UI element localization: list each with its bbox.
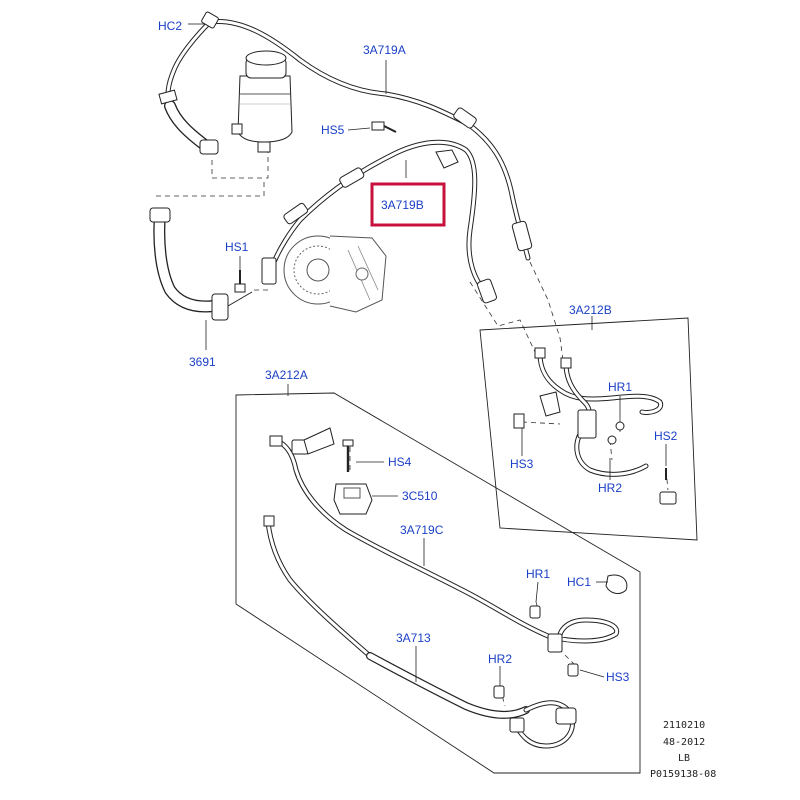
dashed-assembly-lines xyxy=(156,145,669,707)
group-frame-3a212b xyxy=(479,317,698,541)
pipe-bracket xyxy=(435,149,459,169)
group-frame-3a212a xyxy=(235,392,641,774)
pipe-sleeve xyxy=(453,107,477,129)
label-hs3-bottom: HS3 xyxy=(606,670,630,684)
label-3a212a: 3A212A xyxy=(265,368,308,382)
label-hc1: HC1 xyxy=(567,575,591,589)
label-hs3-right: HS3 xyxy=(510,457,534,471)
bolt-hs1 xyxy=(234,270,246,293)
label-3a212b: 3A212B xyxy=(569,303,612,317)
supply-hose-upper xyxy=(158,11,219,155)
bolt-hs5 xyxy=(371,121,397,133)
leader-lines xyxy=(188,23,667,686)
label-hs5: HS5 xyxy=(321,123,345,137)
label-3c510: 3C510 xyxy=(402,489,438,503)
label-hr1-right: HR1 xyxy=(608,380,632,394)
label-hr1-bottom: HR1 xyxy=(526,567,550,581)
pressure-pipe-3a719b xyxy=(261,139,497,304)
label-hr2-bottom: HR2 xyxy=(488,652,512,666)
hose-connector xyxy=(199,139,219,155)
power-steering-pump xyxy=(283,235,387,313)
ref-code-line4: P0159138-08 xyxy=(650,769,716,780)
label-hc2-top: HC2 xyxy=(158,19,182,33)
fluid-reservoir xyxy=(231,50,293,153)
label-3a719c: 3A719C xyxy=(400,523,444,537)
hose-clip-hc1 xyxy=(605,574,628,594)
pipe-clip xyxy=(303,427,335,455)
mounting-bracket xyxy=(539,391,561,417)
highlight-box-3a719b xyxy=(370,182,446,227)
cooler-pipes-3a212a xyxy=(263,427,628,749)
ref-code-line1: 2110210 xyxy=(663,720,705,731)
ref-code-line3: LB xyxy=(678,753,690,764)
label-3a719a: 3A719A xyxy=(363,43,406,57)
hose-clamp-hc2 xyxy=(201,11,219,29)
label-hs1: HS1 xyxy=(225,240,249,254)
label-hs2: HS2 xyxy=(654,429,678,443)
pipe-fitting xyxy=(511,220,533,252)
ref-code-line2: 48-2012 xyxy=(663,737,705,748)
label-hs4: HS4 xyxy=(388,455,412,469)
cooler-pipes-3a212b xyxy=(513,347,677,505)
label-hr2-right: HR2 xyxy=(598,481,622,495)
suction-hose-3691 xyxy=(149,207,253,321)
label-3691: 3691 xyxy=(189,355,216,369)
label-3a713: 3A713 xyxy=(396,631,431,645)
return-pipe-3a719a xyxy=(207,18,533,261)
label-3a719b: 3A719B xyxy=(381,198,424,212)
